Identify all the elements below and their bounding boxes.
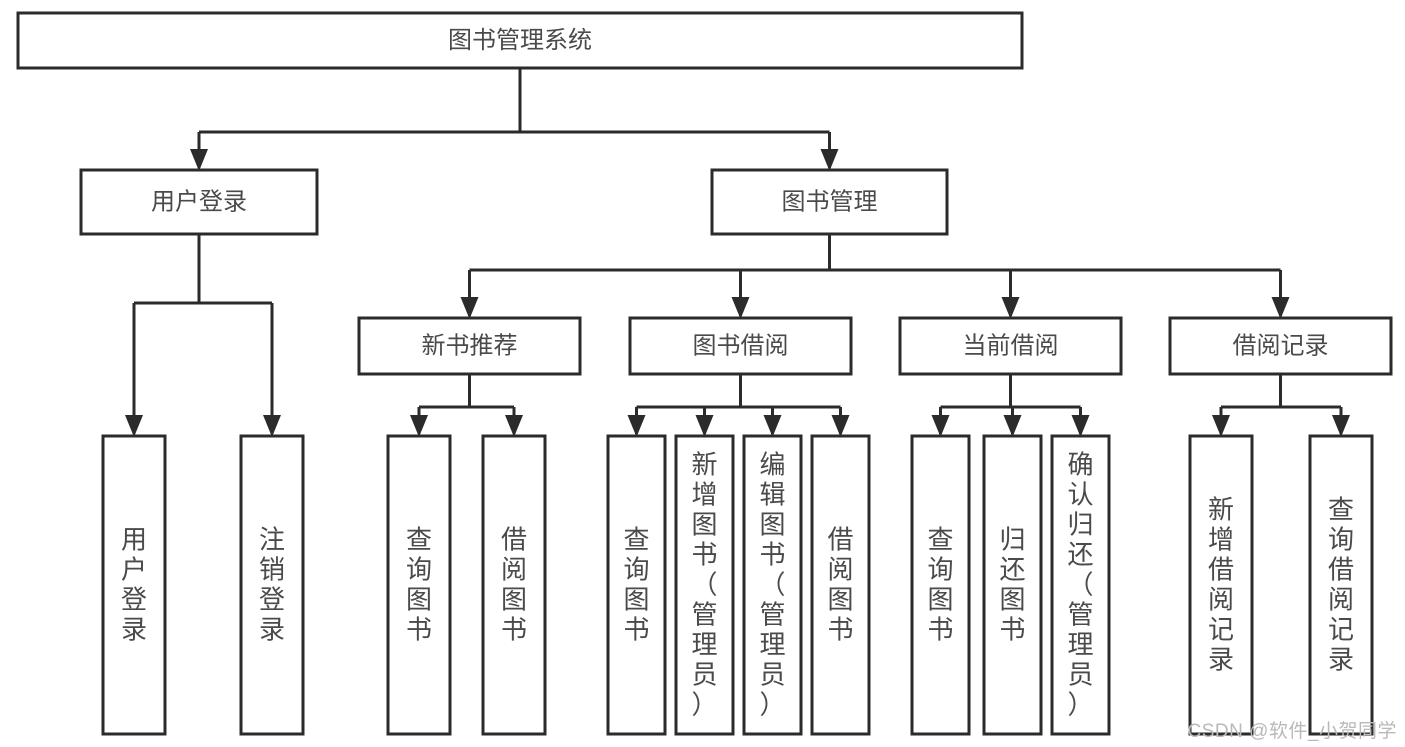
- node-leaf-b-edit[interactable]: 编辑图书（管理员）: [742, 434, 803, 736]
- node-label: 新书推荐: [422, 332, 518, 359]
- node-label: 图书管理: [782, 188, 878, 215]
- node-box: [357, 316, 582, 376]
- node-box: [481, 434, 547, 736]
- node-leaf-b-add[interactable]: 新增图书（管理员）: [674, 434, 735, 736]
- node-l2-user[interactable]: 用户登录: [79, 168, 319, 236]
- node-l3-borrow[interactable]: 图书借阅: [628, 316, 853, 376]
- node-label: 借阅记录: [1233, 332, 1329, 359]
- node-label: 新增图书（管理员）: [691, 449, 717, 719]
- csdn-watermark: CSDN @软件_小贺同学: [1187, 721, 1397, 742]
- node-label: 借阅图书: [501, 524, 527, 644]
- node-leaf-user-logout[interactable]: 注销登录: [239, 434, 305, 736]
- node-leaf-new-query[interactable]: 查询图书: [386, 434, 452, 736]
- node-root[interactable]: 图书管理系统: [16, 11, 1024, 70]
- connector-layer: [125, 68, 1350, 437]
- node-leaf-c-confirm[interactable]: 确认归还（管理员）: [1050, 434, 1111, 736]
- node-label: 查询图书: [927, 524, 953, 644]
- node-leaf-b-borrow[interactable]: 借阅图书: [810, 434, 871, 736]
- node-box: [898, 316, 1123, 376]
- node-box: [606, 434, 667, 736]
- node-label: 借阅图书: [827, 524, 853, 644]
- node-leaf-new-borrow[interactable]: 借阅图书: [481, 434, 547, 736]
- node-box: [674, 434, 735, 736]
- node-box: [1188, 434, 1254, 736]
- node-box: [79, 168, 319, 236]
- node-label: 查询借阅记录: [1328, 494, 1354, 674]
- node-box: [982, 434, 1043, 736]
- node-leaf-b-query[interactable]: 查询图书: [606, 434, 667, 736]
- node-leaf-c-query[interactable]: 查询图书: [910, 434, 971, 736]
- node-label: 用户登录: [121, 524, 147, 644]
- node-box: [1050, 434, 1111, 736]
- node-label: 确认归还（管理员）: [1067, 449, 1093, 719]
- node-label: 查询图书: [406, 524, 432, 644]
- node-label: 注销登录: [259, 524, 285, 644]
- node-label: 图书管理系统: [448, 27, 592, 54]
- node-label: 新增借阅记录: [1208, 494, 1234, 674]
- node-leaf-r-add[interactable]: 新增借阅记录: [1188, 434, 1254, 736]
- node-box: [710, 168, 949, 236]
- node-label: 用户登录: [151, 188, 247, 215]
- node-box: [101, 434, 167, 736]
- node-box: [239, 434, 305, 736]
- node-layer: 图书管理系统用户登录图书管理新书推荐图书借阅当前借阅借阅记录用户登录注销登录查询…: [16, 11, 1393, 736]
- node-label: 当前借阅: [963, 332, 1059, 359]
- node-box: [1308, 434, 1374, 736]
- node-l3-current[interactable]: 当前借阅: [898, 316, 1123, 376]
- node-box: [1168, 316, 1393, 376]
- node-box: [16, 11, 1024, 70]
- node-leaf-r-query[interactable]: 查询借阅记录: [1308, 434, 1374, 736]
- node-label: 归还图书: [999, 524, 1025, 644]
- node-label: 查询图书: [623, 524, 649, 644]
- node-l3-record[interactable]: 借阅记录: [1168, 316, 1393, 376]
- node-label: 图书借阅: [693, 332, 789, 359]
- node-leaf-c-return[interactable]: 归还图书: [982, 434, 1043, 736]
- node-box: [910, 434, 971, 736]
- node-box: [386, 434, 452, 736]
- node-box: [742, 434, 803, 736]
- node-box: [628, 316, 853, 376]
- node-label: 编辑图书（管理员）: [759, 449, 785, 719]
- node-box: [810, 434, 871, 736]
- node-leaf-user-login[interactable]: 用户登录: [101, 434, 167, 736]
- node-l2-book[interactable]: 图书管理: [710, 168, 949, 236]
- node-l3-new[interactable]: 新书推荐: [357, 316, 582, 376]
